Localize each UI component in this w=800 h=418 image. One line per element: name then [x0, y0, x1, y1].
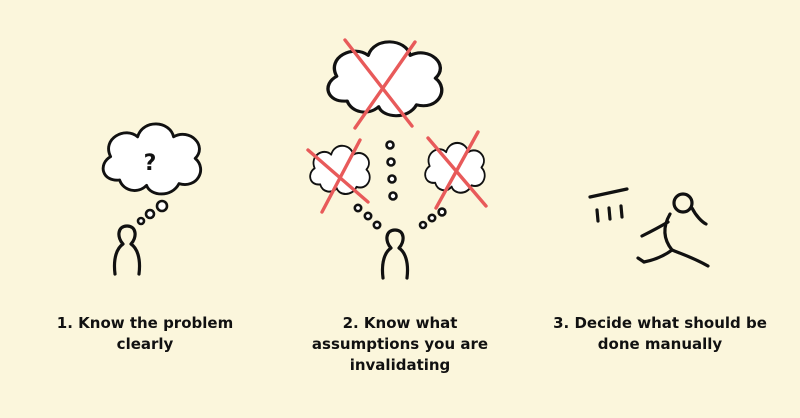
thought-bubble-dot — [437, 207, 447, 217]
thought-bubble-dot — [418, 220, 428, 230]
cross-mark-icon — [434, 130, 480, 210]
thought-cloud-left — [309, 144, 371, 196]
thought-bubble-dot — [372, 220, 382, 230]
step-1-figure: ? — [101, 122, 203, 276]
step-2-figure — [306, 38, 488, 280]
question-mark-icon: ? — [144, 151, 157, 176]
step-3-label: 3. Decide what should be done manually — [553, 314, 767, 353]
thought-bubble-dot — [353, 203, 363, 213]
thought-cloud-top — [326, 40, 444, 118]
speed-lines — [588, 187, 629, 223]
thought-bubble-dot — [136, 216, 146, 226]
step-3-figure — [588, 187, 710, 268]
cross-mark-icon — [343, 38, 414, 128]
cross-mark-icon — [320, 138, 362, 214]
cross-mark-icon — [306, 148, 370, 204]
thought-bubble-dot — [363, 211, 373, 221]
person-icon — [112, 224, 142, 276]
thought-bubble-dot — [144, 208, 156, 220]
thought-bubble-dot — [427, 213, 437, 223]
running-person-icon — [636, 192, 710, 268]
step-2-label: 2. Know what assumptions you are invalid… — [311, 314, 489, 374]
thought-bubble-dot — [387, 174, 397, 184]
cross-mark-icon — [353, 40, 417, 130]
thought-bubble-dot — [155, 199, 169, 213]
person-icon — [380, 228, 410, 280]
step-1-label: 1. Know the problem clearly — [56, 314, 234, 353]
thought-bubble-dot — [386, 157, 396, 167]
thought-bubble-dot — [385, 140, 395, 150]
thought-bubble-dot — [388, 191, 398, 201]
